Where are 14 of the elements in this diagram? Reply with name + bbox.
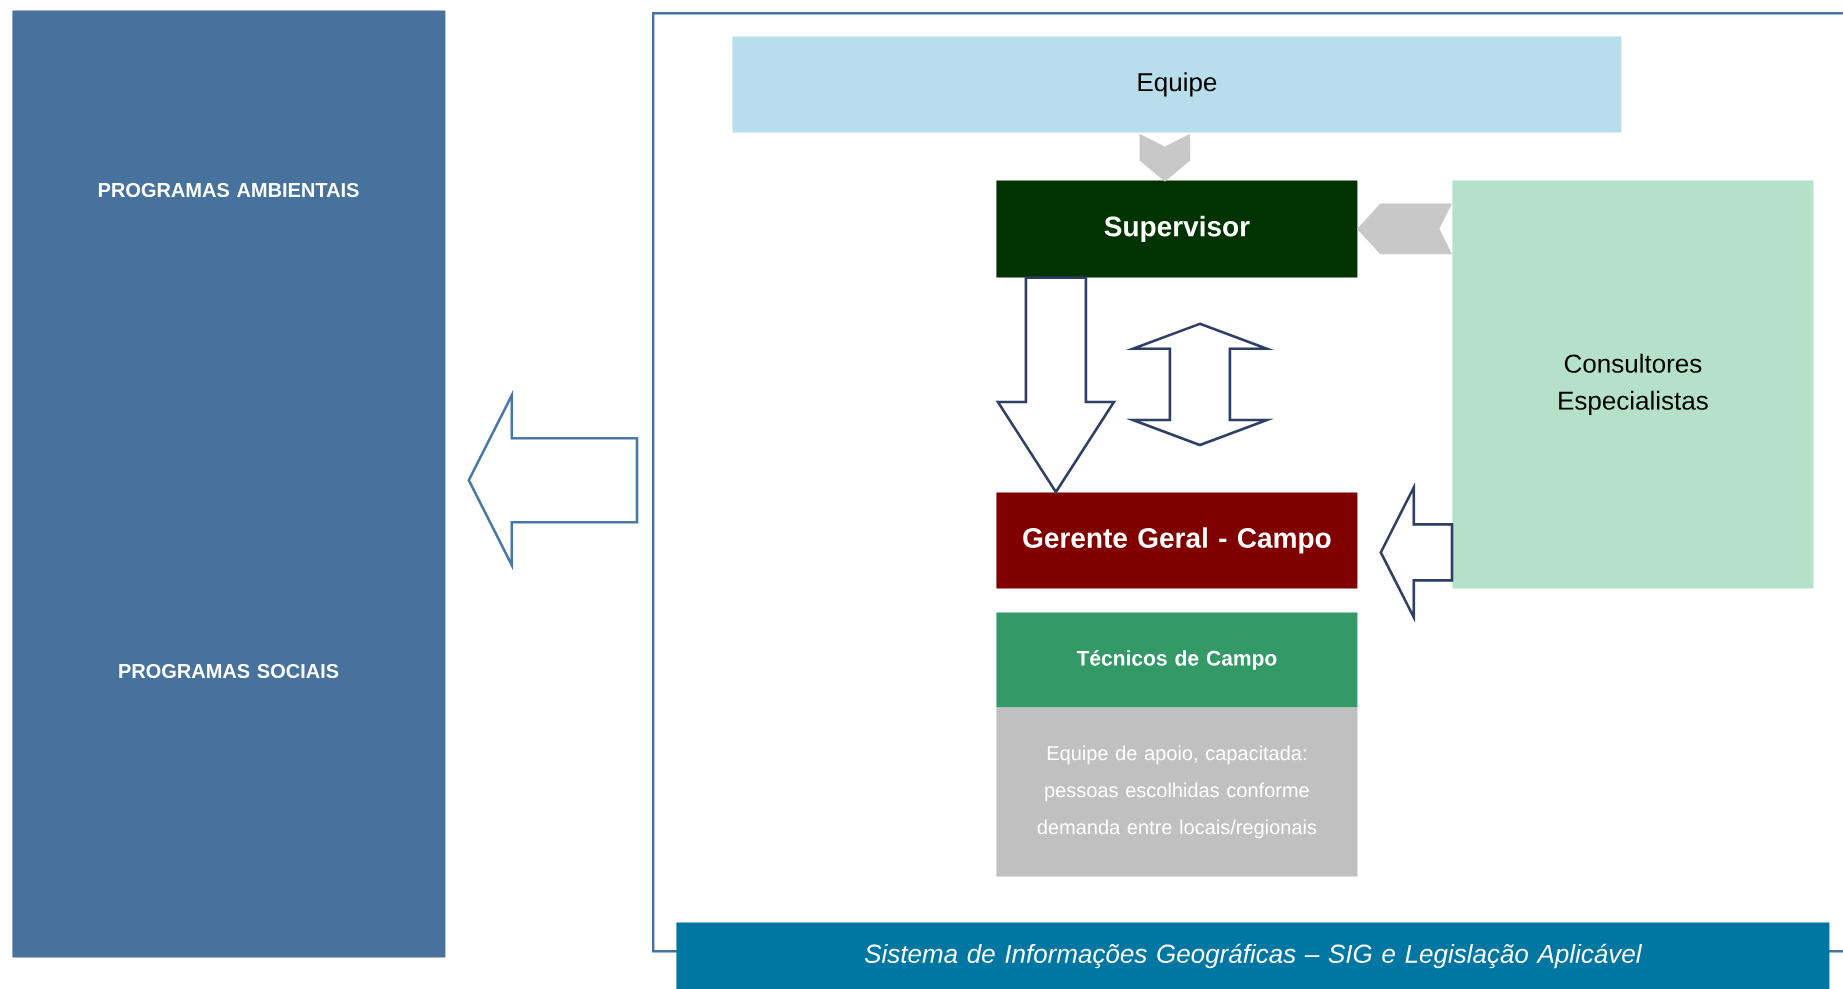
- block-arrow: [467, 389, 639, 571]
- role-box: Supervisor: [996, 180, 1358, 278]
- side-panel: PROGRAMAS AMBIENTAIS PROGRAMAS SOCIAIS: [12, 10, 446, 958]
- block-arrow: [1139, 133, 1191, 182]
- banner: Sistema de Informações Geográficas – SIG e Legislação Aplicável: [676, 922, 1830, 989]
- hatched-box: Equipe: [732, 36, 1622, 133]
- block-arrow: [1357, 203, 1453, 255]
- role-box: Gerente Geral - Campo: [996, 492, 1358, 589]
- role-box: Técnicos de Campo: [996, 612, 1358, 708]
- block-arrow: [995, 276, 1117, 495]
- note-box: Equipe de apoio, capacitada: pessoas escolhidas conforme demanda entre locais/regionais: [996, 707, 1358, 877]
- block-arrow: [1379, 481, 1454, 623]
- hatched-box: Consultores Especialistas: [1452, 180, 1814, 589]
- block-arrow: [1125, 322, 1275, 447]
